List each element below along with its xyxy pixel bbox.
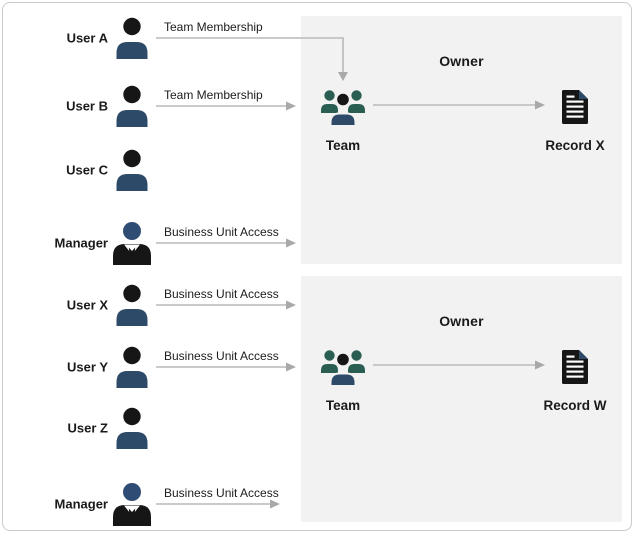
record-node: Record X — [530, 86, 620, 153]
team-label: Team — [325, 138, 361, 153]
person-label: User Z — [67, 420, 108, 436]
person-row-user-b: User B Team Membership — [0, 84, 300, 128]
record-node: Record W — [530, 346, 620, 413]
user-icon — [112, 407, 152, 449]
person-row-manager-bottom: Manager Business Unit Access — [0, 482, 300, 526]
person-row-user-z: User Z — [0, 406, 300, 450]
person-label: Manager — [54, 496, 108, 512]
person-label: User A — [66, 30, 108, 46]
person-row-user-a: User A Team Membership — [0, 16, 300, 60]
owner-group-record-w: Owner Team Record W — [301, 276, 622, 522]
relationship-label: Business Unit Access — [164, 486, 279, 500]
person-label: User B — [66, 98, 108, 114]
manager-icon — [110, 482, 154, 526]
record-icon — [560, 88, 590, 126]
relationship-label: Business Unit Access — [164, 287, 279, 301]
user-icon — [112, 149, 152, 191]
team-to-record-arrow — [373, 360, 545, 370]
relationship-arrow — [156, 300, 296, 310]
owner-label: Owner — [439, 53, 484, 69]
person-row-user-x: User X Business Unit Access — [0, 283, 300, 327]
user-icon — [112, 17, 152, 59]
user-icon — [112, 346, 152, 388]
relationship-label: Business Unit Access — [164, 225, 279, 239]
team-icon — [320, 86, 366, 126]
team-label: Team — [325, 398, 361, 413]
person-row-user-c: User C — [0, 148, 300, 192]
person-label: User Y — [67, 359, 108, 375]
team-node: Team — [303, 86, 383, 153]
elbow-arrow-user-a-to-team — [156, 37, 348, 81]
record-icon — [560, 348, 590, 386]
relationship-arrow — [156, 499, 280, 509]
user-icon — [112, 284, 152, 326]
person-label: User C — [66, 162, 108, 178]
owner-group-record-x: Owner Team Record X — [301, 16, 622, 264]
relationship-label: Team Membership — [164, 88, 263, 102]
relationship-label: Team Membership — [164, 20, 263, 34]
person-row-user-y: User Y Business Unit Access — [0, 345, 300, 389]
relationship-arrow — [156, 362, 296, 372]
team-icon — [320, 346, 366, 386]
relationship-arrow — [156, 101, 296, 111]
team-node: Team — [303, 346, 383, 413]
team-to-record-arrow — [373, 100, 545, 110]
relationship-arrow — [156, 238, 296, 248]
manager-icon — [110, 221, 154, 265]
person-label: User X — [66, 297, 108, 313]
user-icon — [112, 85, 152, 127]
relationship-label: Business Unit Access — [164, 349, 279, 363]
person-label: Manager — [54, 235, 108, 251]
record-label: Record W — [543, 398, 607, 413]
owner-label: Owner — [439, 313, 484, 329]
person-row-manager-top: Manager Business Unit Access — [0, 221, 300, 265]
record-label: Record X — [545, 138, 605, 153]
